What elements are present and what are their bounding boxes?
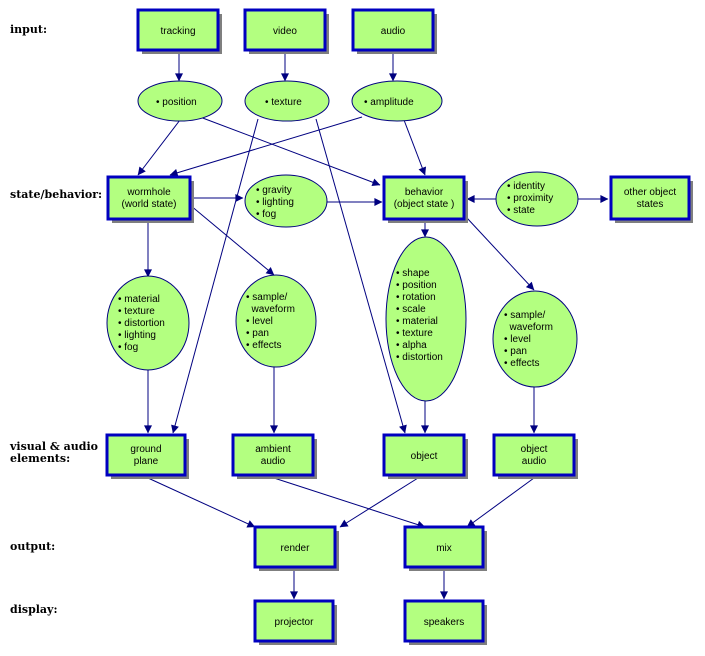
ellipse-world-visual-fog: • fog [118,342,138,353]
ellipse-world-audio-waveform: waveform [246,304,295,315]
box-behavior: behavior (object state ) [382,175,468,223]
ellipse-object-visual-distortion: • distortion [396,352,443,363]
box-video-label: video [273,26,297,37]
ellipse-world-visual: • material • texture • distortion • ligh… [106,275,190,371]
box-tracking-label: tracking [160,26,195,37]
ellipse-environment-lighting: • lighting [256,197,294,208]
box-object-audio-line1: object [521,444,548,455]
ellipse-world-audio-level: • level [246,316,273,327]
row-label-output: output: [10,540,55,553]
row-label-elements: elements: [10,452,70,465]
ellipse-texture: • texture [244,80,330,122]
box-object-label: object [411,451,438,462]
box-wormhole-line2: (world state) [121,199,176,210]
box-behavior-line2: (object state ) [394,199,455,210]
ellipse-identity: • identity • proximity • state [495,171,579,227]
ellipse-object-visual-position: • position [396,280,437,291]
edge-behavior-objectaudio [466,217,535,291]
box-projector-label: projector [275,617,315,628]
row-label-visual-audio: visual & audio [9,440,98,453]
box-tracking: tracking [136,8,222,54]
ellipse-environment-fog: • fog [256,209,276,220]
ellipse-world-visual-material: • material [118,294,160,305]
edge-ground-render [147,477,256,528]
box-speakers-label: speakers [424,617,465,628]
edge-object-render [339,477,419,528]
row-label-display: display: [10,603,58,616]
ellipse-object-visual-shape: • shape [396,268,430,279]
edge-position-wormhole [137,119,181,176]
ellipse-world-audio: • sample/ waveform • level • pan • effec… [235,274,317,368]
ellipse-object-audio-level: • level [504,334,531,345]
edge-texture-ground [171,118,259,434]
ellipse-world-audio-effects: • effects [246,340,282,351]
edge-position-behavior [199,116,381,187]
edge-texture-object [315,118,407,434]
ellipse-world-visual-texture: • texture [118,306,155,317]
edge-amplitude-behavior [403,119,427,176]
ellipse-identity-state: • state [507,205,535,216]
box-render: render [253,525,339,571]
box-wormhole: wormhole (world state) [106,175,194,223]
box-speakers: speakers [403,599,487,645]
box-ambient-audio-line2: audio [261,456,286,467]
row-label-state-behavior: state/behavior: [10,188,102,201]
box-mix: mix [403,525,487,571]
edge-ambient-mix [273,477,426,529]
ellipse-identity-proximity: • proximity [507,193,553,204]
box-object-audio: object audio [492,433,578,479]
box-audio-label: audio [381,26,406,37]
connector-arrows [137,52,609,600]
box-other-object-states: other object states [609,175,693,223]
edge-amplitude-wormhole [169,116,363,177]
ellipse-amplitude-label: • amplitude [364,97,414,108]
box-mix-label: mix [436,543,452,554]
ellipse-position: • position [137,80,223,122]
ellipse-object-visual-texture: • texture [396,328,433,339]
ellipse-object-audio-effects: • effects [504,358,540,369]
ellipse-environment-gravity: • gravity [256,185,292,196]
ellipse-identity-identity: • identity [507,181,545,192]
box-audio: audio [351,8,437,54]
edge-objaudio-mix [466,477,535,528]
row-label-input: input: [10,23,47,36]
box-ground-plane-line2: plane [134,456,159,467]
ellipse-object-visual: • shape • position • rotation • scale • … [385,236,467,402]
box-ground-plane: ground plane [105,433,189,479]
box-behavior-line1: behavior [405,187,444,198]
ellipse-environment: • gravity • lighting • fog [244,174,328,228]
box-object-audio-line2: audio [522,456,547,467]
ellipse-world-audio-sample: • sample/ [246,292,288,303]
box-ambient-audio-line1: ambient [255,444,291,455]
ellipse-object-audio-sample: • sample/ [504,310,546,321]
ellipse-world-visual-lighting: • lighting [118,330,156,341]
box-object: object [382,433,468,479]
box-ambient-audio: ambient audio [231,433,317,479]
box-video: video [243,8,329,54]
ellipse-object-audio-waveform: waveform [504,322,553,333]
ellipse-object-visual-material: • material [396,316,438,327]
ellipse-texture-label: • texture [265,97,302,108]
ellipse-object-visual-scale: • scale [396,304,426,315]
ellipse-amplitude: • amplitude [351,80,443,122]
ellipse-world-audio-pan: • pan [246,328,269,339]
box-other-object-states-line2: states [637,199,664,210]
box-wormhole-line1: wormhole [126,187,171,198]
box-projector: projector [253,599,337,645]
edge-wormhole-worldaudio [189,204,275,276]
ellipse-world-visual-distortion: • distortion [118,318,165,329]
ellipse-position-label: • position [156,97,197,108]
ellipse-object-visual-alpha: • alpha [396,340,427,351]
box-render-label: render [281,543,311,554]
ellipse-object-audio: • sample/ waveform • level • pan • effec… [492,290,578,388]
box-other-object-states-line1: other object [624,187,676,198]
box-ground-plane-line1: ground [130,444,161,455]
ellipse-object-audio-pan: • pan [504,346,527,357]
ellipse-object-visual-rotation: • rotation [396,292,436,303]
